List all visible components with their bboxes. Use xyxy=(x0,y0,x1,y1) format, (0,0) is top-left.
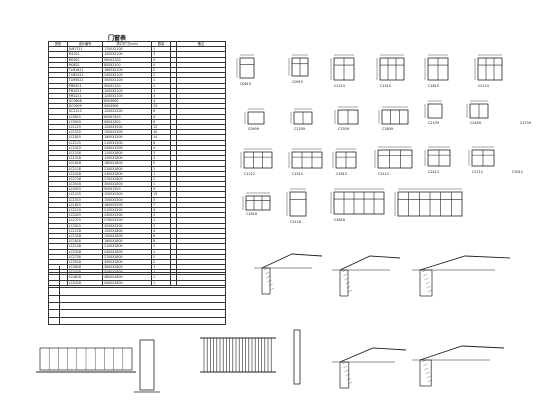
hatch-line xyxy=(427,289,433,293)
hatch-line xyxy=(343,365,348,369)
window-label: C2115 xyxy=(478,84,489,88)
hatch-line xyxy=(266,275,271,279)
window-label: C1512 xyxy=(292,172,303,176)
wall-section xyxy=(339,269,349,297)
hatch-line xyxy=(269,287,275,291)
wall-section xyxy=(419,269,433,297)
window-elevation-3 xyxy=(379,57,405,81)
table-notes xyxy=(48,266,226,326)
window-label: C2712 xyxy=(472,170,483,174)
window-label: C2118 xyxy=(290,220,301,224)
window-elevation-0 xyxy=(239,57,255,79)
note-row xyxy=(48,288,226,296)
note-row xyxy=(48,317,226,326)
window-elevation-9 xyxy=(381,109,409,125)
hatch-line xyxy=(426,375,431,379)
hatch-line xyxy=(346,285,351,289)
hatch-line xyxy=(424,367,429,371)
note-row xyxy=(48,302,226,311)
hatch-line xyxy=(263,267,269,271)
window-label: C0915 xyxy=(292,80,303,84)
note-row xyxy=(48,280,226,289)
note-row xyxy=(48,295,226,303)
window-label: C2409 xyxy=(470,121,481,125)
window-label: C3012 xyxy=(512,170,523,174)
window-label: C1809 xyxy=(382,127,393,131)
window-label: C2709 xyxy=(520,121,531,125)
hatch-line xyxy=(425,371,430,375)
hatch-line xyxy=(344,277,349,281)
hatch-line xyxy=(345,281,350,285)
hatch-line xyxy=(265,271,270,275)
window-elevation-12 xyxy=(243,151,273,169)
wall-section xyxy=(419,359,432,387)
eave-detail-4 xyxy=(339,347,407,363)
note-row xyxy=(48,266,226,274)
hatch-line xyxy=(268,283,273,287)
hatch-line xyxy=(343,273,348,277)
door-window-table-title: 门窗表 xyxy=(108,35,127,42)
window-label: C1509 xyxy=(338,127,349,131)
hatch-line xyxy=(344,369,349,373)
window-label: C1818 xyxy=(246,212,257,216)
post-detail xyxy=(293,329,301,385)
window-label: C1212 xyxy=(244,172,255,176)
window-elevation-13 xyxy=(291,151,323,169)
window-elevation-6 xyxy=(247,111,265,125)
window-elevation-18 xyxy=(245,195,271,211)
window-label: C1215 xyxy=(334,84,345,88)
hatch-line xyxy=(347,289,353,293)
window-label: C1815 xyxy=(428,84,439,88)
hatch-line xyxy=(421,269,427,273)
window-label: C1209 xyxy=(294,127,305,131)
window-elevation-19 xyxy=(289,191,307,217)
hatch-line xyxy=(423,273,428,277)
window-elevation-10 xyxy=(427,103,443,119)
hatch-line xyxy=(424,277,429,281)
window-label: C1515 xyxy=(380,84,391,88)
hatch-line xyxy=(426,285,431,289)
eave-detail-3 xyxy=(419,255,511,271)
hatch-line xyxy=(347,381,353,385)
hatch-line xyxy=(267,279,272,283)
hatch-line xyxy=(341,269,347,273)
hatch-line xyxy=(346,377,351,381)
wall-section xyxy=(261,267,271,295)
hatch-line xyxy=(425,281,430,285)
eave-detail-1 xyxy=(261,253,323,269)
window-elevation-15 xyxy=(377,149,413,169)
window-elevation-5 xyxy=(477,57,503,81)
hatch-line xyxy=(341,361,347,365)
window-label: C2112 xyxy=(378,172,389,176)
window-label: C0909 xyxy=(248,127,259,131)
hatch-line xyxy=(345,373,350,377)
column-detail xyxy=(139,339,155,391)
window-label: C3618 xyxy=(334,218,345,222)
window-elevation-20 xyxy=(333,191,385,215)
note-row xyxy=(48,310,226,318)
window-label: C1812 xyxy=(336,172,347,176)
eave-detail-5 xyxy=(419,345,505,361)
window-label: C2109 xyxy=(428,121,439,125)
window-label: C2412 xyxy=(428,170,439,174)
note-row xyxy=(48,273,226,281)
window-label: C0615 xyxy=(240,82,251,86)
hatch-line xyxy=(421,359,427,363)
hatch-line xyxy=(427,379,433,383)
hatch-line xyxy=(423,363,428,367)
eave-detail-2 xyxy=(339,255,401,271)
